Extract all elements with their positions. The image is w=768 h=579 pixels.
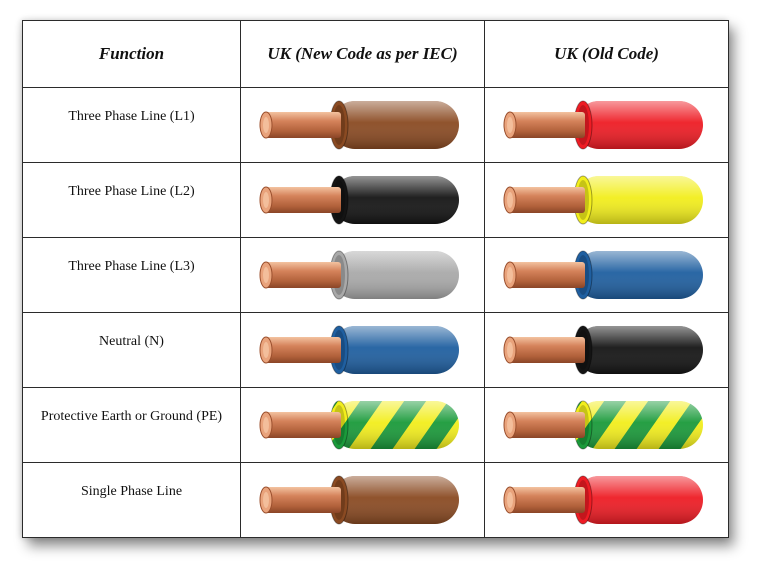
wire-color-code-sheet: Function UK (New Code as per IEC) UK (Ol… (22, 20, 729, 538)
table-row: Neutral (N) (22, 312, 729, 388)
wire-new-l3 (240, 237, 485, 313)
copper-conductor (264, 112, 341, 138)
header-uk-new-code: UK (New Code as per IEC) (240, 20, 485, 88)
copper-conductor (508, 112, 585, 138)
copper-conductor (264, 337, 341, 363)
function-label-single-phase: Single Phase Line (22, 462, 241, 538)
copper-conductor (264, 262, 341, 288)
copper-conductor (508, 337, 585, 363)
copper-conductor (264, 412, 341, 438)
table-row: Three Phase Line (L3) (22, 237, 729, 313)
copper-conductor (508, 412, 585, 438)
copper-conductor (508, 187, 585, 213)
wire-old-neutral (484, 312, 729, 388)
table-row: Protective Earth or Ground (PE) (22, 387, 729, 463)
wire-new-earth (240, 387, 485, 463)
wire-new-neutral (240, 312, 485, 388)
wire-new-l1 (240, 87, 485, 163)
wire-new-l2 (240, 162, 485, 238)
function-label-earth: Protective Earth or Ground (PE) (22, 387, 241, 463)
copper-conductor (264, 487, 341, 513)
table-row: Single Phase Line (22, 462, 729, 538)
function-label-l2: Three Phase Line (L2) (22, 162, 241, 238)
function-label-neutral: Neutral (N) (22, 312, 241, 388)
wire-new-single-phase (240, 462, 485, 538)
wire-color-table: Function UK (New Code as per IEC) UK (Ol… (22, 20, 729, 538)
header-uk-old-code: UK (Old Code) (484, 20, 729, 88)
copper-conductor (508, 262, 585, 288)
table-row: Three Phase Line (L1) (22, 87, 729, 163)
wire-old-earth (484, 387, 729, 463)
function-label-l3: Three Phase Line (L3) (22, 237, 241, 313)
function-label-l1: Three Phase Line (L1) (22, 87, 241, 163)
wire-old-single-phase (484, 462, 729, 538)
wire-old-l3 (484, 237, 729, 313)
copper-conductor (264, 187, 341, 213)
header-function: Function (22, 20, 241, 88)
copper-conductor (508, 487, 585, 513)
wire-old-l1 (484, 87, 729, 163)
table-header-row: Function UK (New Code as per IEC) UK (Ol… (22, 20, 729, 88)
table-row: Three Phase Line (L2) (22, 162, 729, 238)
wire-old-l2 (484, 162, 729, 238)
